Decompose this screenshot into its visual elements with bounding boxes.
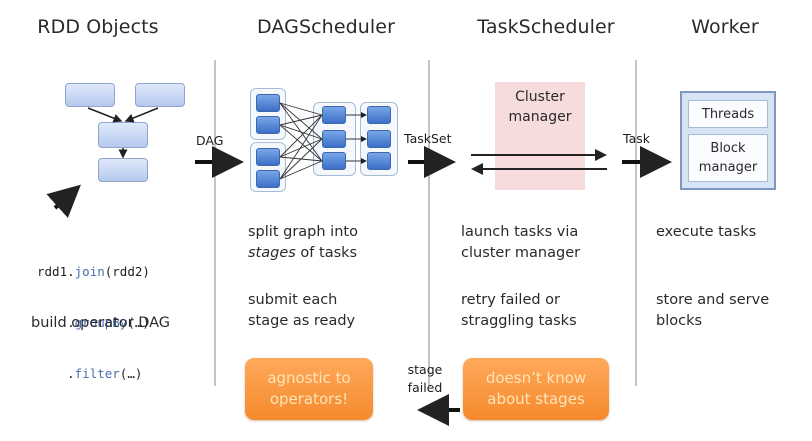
dag-arrow-label: DAG [196, 133, 224, 148]
block-manager-box: Block manager [688, 134, 768, 182]
task-arrow-label: Task [623, 131, 650, 146]
task-node [256, 170, 280, 188]
task-node [322, 152, 346, 170]
column-divider [635, 60, 637, 386]
threads-box: Threads [688, 100, 768, 128]
task-node [256, 116, 280, 134]
rdd-node [98, 122, 148, 148]
task-description-1: launch tasks via cluster manager [461, 222, 580, 264]
desc-line: straggling tasks [461, 313, 577, 329]
cluster-manager-line2: manager [508, 109, 572, 125]
task-node [256, 148, 280, 166]
task-node [322, 106, 346, 124]
column-divider [428, 60, 430, 386]
task-description-2: retry failed or straggling tasks [461, 290, 577, 332]
desc-line: blocks [656, 313, 703, 329]
code-line: .groupBy(…) [37, 315, 150, 330]
rdd-node [65, 83, 115, 107]
stage-failed-label: stage failed [405, 361, 445, 397]
cluster-manager-line1: Cluster [515, 89, 565, 105]
code-line: .filter(…) [37, 366, 143, 381]
callout-line: doesn’t know [485, 369, 587, 387]
column-divider [214, 60, 216, 386]
task-node [367, 106, 391, 124]
dag-description-2: submit each stage as ready [248, 290, 355, 332]
task-node [256, 94, 280, 112]
stage-failed-line1: stage [407, 362, 443, 377]
rdd-edge [124, 107, 159, 123]
column-title-worker: Worker [691, 16, 759, 38]
cluster-manager-box: Cluster manager [495, 82, 585, 190]
callout-line: about stages [487, 390, 585, 408]
cluster-manager-label: Cluster manager [495, 87, 585, 127]
stage-failed-line2: failed [407, 380, 443, 395]
desc-line: cluster manager [461, 245, 581, 261]
desc-line: retry failed or [461, 292, 561, 308]
desc-line: split graph into [248, 224, 358, 240]
task-node [367, 152, 391, 170]
column-title-dagscheduler: DAGScheduler [256, 16, 395, 38]
code-snippet: rdd1.join(rdd2) .groupBy(…) .filter(…) [37, 229, 150, 399]
code-line: rdd1.join(rdd2) [37, 264, 150, 279]
taskset-arrow-label: TaskSet [404, 131, 452, 146]
callout-line: operators! [269, 390, 349, 408]
desc-line: stages of tasks [248, 245, 358, 261]
worker-box: Threads Block manager [680, 91, 776, 190]
code-pointer-arrow [46, 184, 81, 218]
block-manager-line1: Block [710, 141, 746, 156]
desc-line: store and serve [656, 292, 770, 308]
callout-line: agnostic to [267, 369, 351, 387]
rdd-node [135, 83, 185, 107]
column-title-taskscheduler: TaskScheduler [477, 16, 615, 38]
task-callout: doesn’t know about stages [463, 358, 609, 420]
task-node [322, 130, 346, 148]
dag-callout: agnostic to operators! [245, 358, 373, 420]
desc-line: stage as ready [248, 313, 356, 329]
worker-description-1: execute tasks [656, 224, 757, 240]
task-node [367, 130, 391, 148]
column-title-rdd-objects: RDD Objects [37, 16, 159, 38]
rdd-node [98, 158, 148, 182]
rdd-edge [87, 107, 123, 123]
rdd-description: build operator DAG [31, 315, 171, 331]
desc-line: launch tasks via [461, 224, 579, 240]
desc-line: submit each [248, 292, 338, 308]
block-manager-line2: manager [698, 160, 758, 175]
worker-description-2: store and serve blocks [656, 290, 769, 332]
dag-edges [279, 102, 323, 180]
dag-description-1: split graph into stages of tasks [248, 222, 358, 264]
